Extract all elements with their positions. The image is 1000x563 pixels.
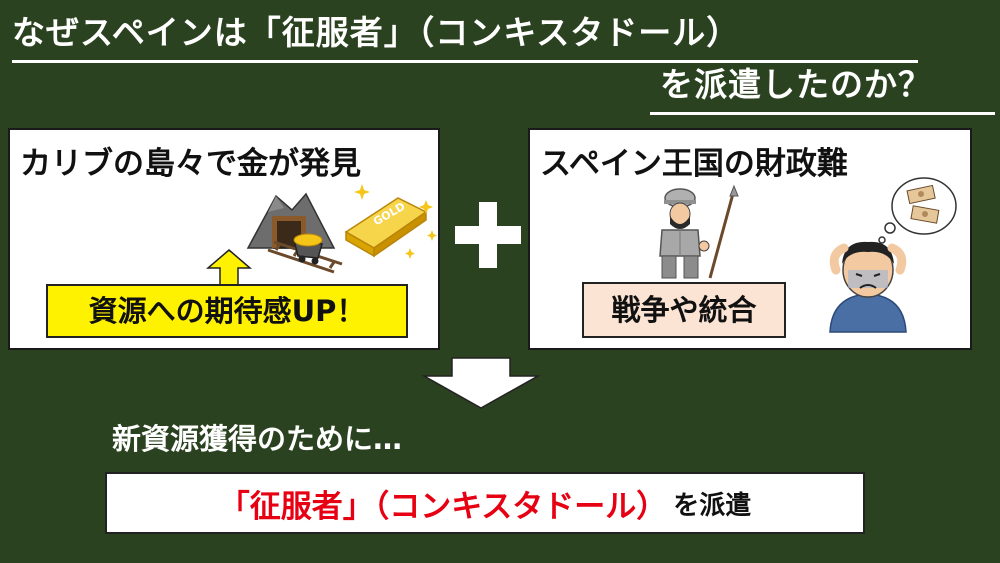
page-title-line2: を派遣したのか？ bbox=[660, 65, 932, 104]
sparkle-icon bbox=[354, 184, 437, 259]
gold-cart-icon bbox=[267, 233, 343, 274]
title-underline-2 bbox=[650, 112, 995, 115]
war-unification-label: 戦争や統合 bbox=[582, 282, 786, 338]
conquistador-soldier-icon bbox=[659, 184, 739, 279]
dispatch-text: を派遣 bbox=[673, 490, 752, 521]
gold-bar-icon: GOLD bbox=[344, 197, 428, 258]
resource-expectation-label: 資源への期待感UP！ bbox=[46, 284, 408, 338]
up-arrow-icon bbox=[205, 249, 253, 287]
down-arrow-icon bbox=[421, 357, 541, 409]
financial-trouble-panel: スペイン王国の財政難 戦争や統合 bbox=[528, 128, 972, 350]
gold-discovery-panel: カリブの島々で金が発見 GOLD 資源への期待 bbox=[8, 128, 440, 350]
result-box: 「征服者」（コンキスタドール） を派遣 bbox=[105, 472, 865, 534]
conquistador-emphasis: 「征服者」（コンキスタドール） bbox=[218, 488, 668, 525]
conclusion-text: 新資源獲得のために… bbox=[112, 422, 403, 456]
worried-man-icon bbox=[829, 241, 907, 333]
title-underline-1 bbox=[12, 60, 918, 63]
plus-icon bbox=[455, 202, 521, 268]
money-thought-icon bbox=[878, 177, 957, 244]
financial-trouble-heading: スペイン王国の財政難 bbox=[540, 146, 848, 182]
page-title-line1: なぜスペインは「征服者」（コンキスタドール） bbox=[12, 13, 741, 52]
gold-discovery-heading: カリブの島々で金が発見 bbox=[20, 146, 361, 182]
